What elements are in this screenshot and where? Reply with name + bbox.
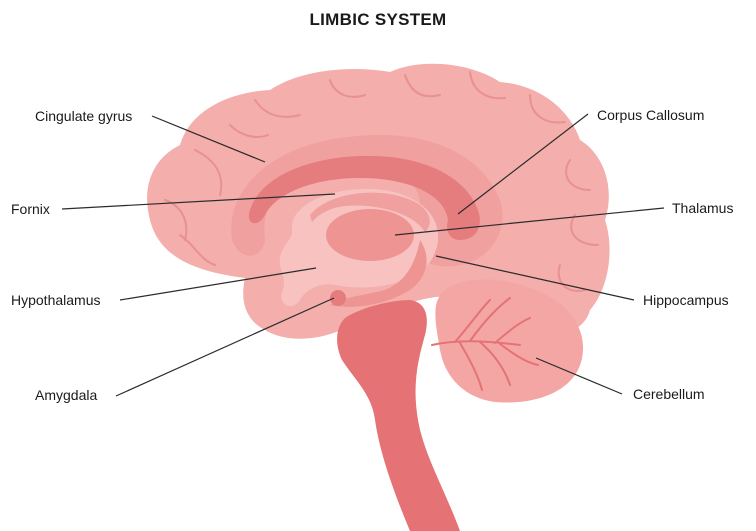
leader-hypothalamus (119, 267, 317, 301)
label-hippocampus: Hippocampus (643, 292, 729, 308)
label-amygdala: Amygdala (35, 387, 98, 403)
leader-lines (61, 113, 665, 397)
leader-hippocampus (435, 255, 635, 301)
leader-cingulate-gyrus (151, 115, 266, 163)
label-cingulate-gyrus: Cingulate gyrus (35, 108, 133, 124)
cerebellum (435, 279, 584, 403)
leader-corpus-callosum (457, 113, 589, 215)
leader-cerebellum (535, 357, 623, 395)
leader-fornix (61, 193, 336, 210)
arbor-vitae (431, 297, 539, 391)
diagram-title: LIMBIC SYSTEM (309, 10, 447, 29)
label-thalamus: Thalamus (672, 200, 734, 216)
leader-amygdala (115, 297, 335, 397)
hippocampus (330, 240, 427, 307)
corpus-callosum (248, 155, 480, 240)
amygdala (330, 290, 346, 306)
brainstem (337, 300, 460, 531)
thalamus (326, 209, 414, 261)
leader-thalamus (394, 207, 665, 236)
label-corpus-callosum: Corpus Callosum (597, 107, 705, 123)
label-hypothalamus: Hypothalamus (11, 292, 101, 308)
label-fornix: Fornix (11, 201, 50, 217)
label-cerebellum: Cerebellum (633, 386, 705, 402)
cortex-folds (164, 71, 599, 292)
fornix-arch (310, 192, 430, 232)
